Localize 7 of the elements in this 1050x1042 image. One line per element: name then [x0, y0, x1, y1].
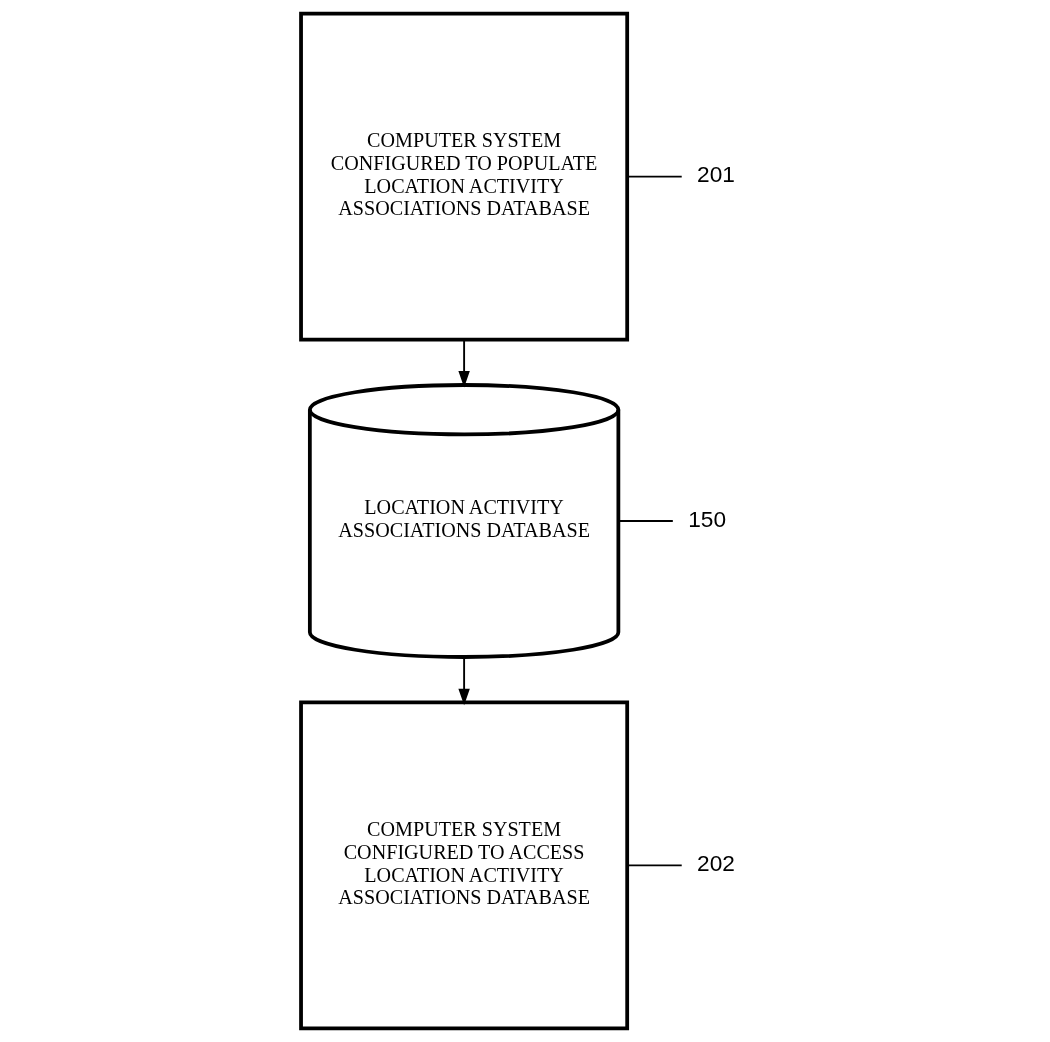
node-text: 150 — [687, 505, 726, 532]
node-text: 202 — [696, 849, 735, 876]
arrow — [457, 338, 470, 388]
node-box: COMPUTER SYSTEM CONFIGURED TO POPULATE LOCATION ACTIVITY ASSOCIATIONS DATABASE — [298, 11, 629, 342]
arrow — [457, 656, 470, 706]
node-box: COMPUTER SYSTEM CONFIGURED TO ACCESS LOCATION ACTIVITY ASSOCIATIONS DATABASE — [298, 700, 629, 1031]
node-text: 201 — [696, 161, 735, 188]
